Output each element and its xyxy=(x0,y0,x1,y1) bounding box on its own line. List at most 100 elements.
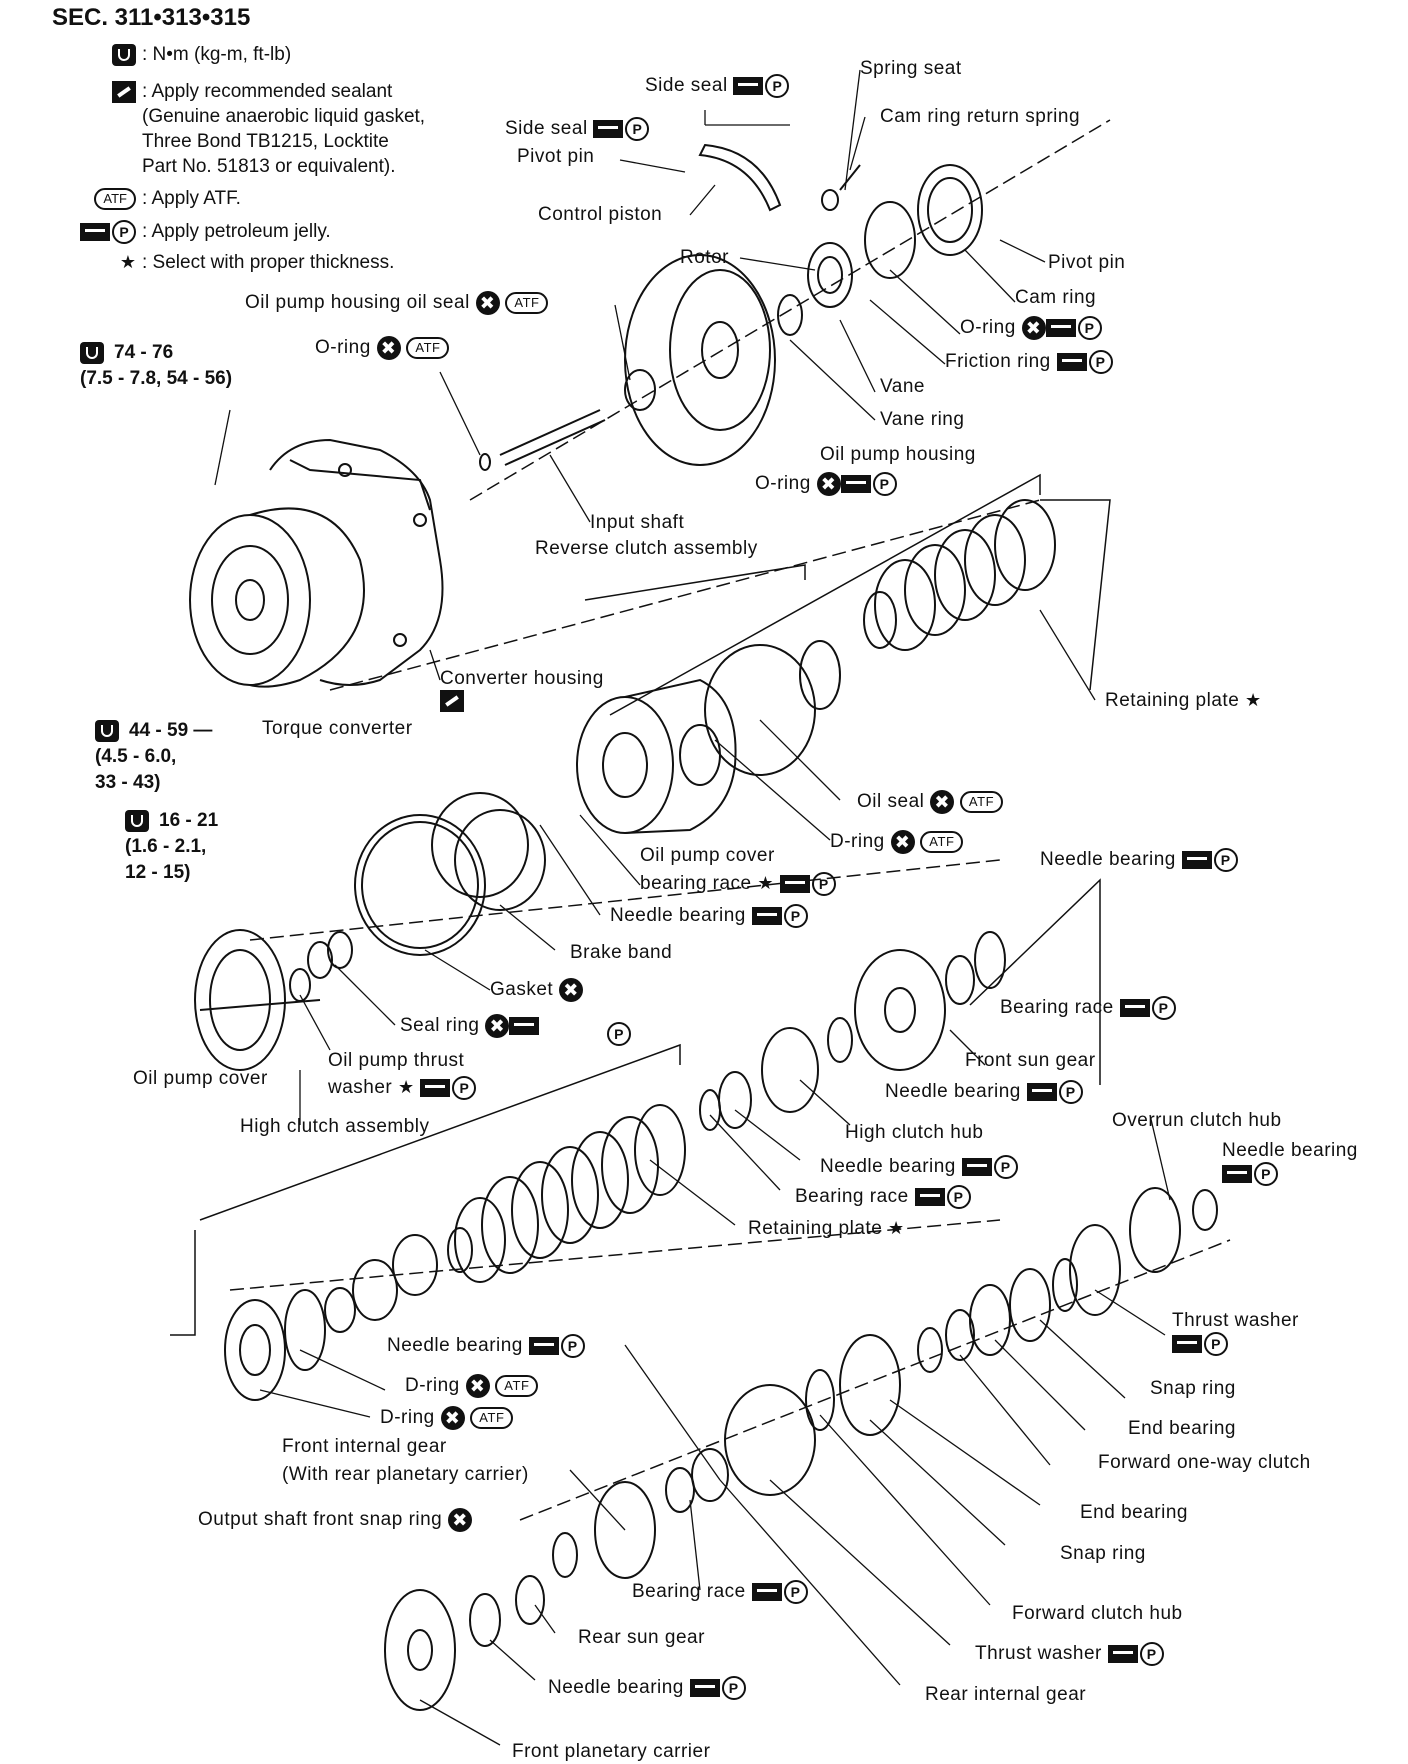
label-loose-p: P xyxy=(605,1022,631,1046)
high-clutch-plates-shape xyxy=(324,1104,686,1333)
label-brake-band: Brake band xyxy=(570,942,673,963)
label-forward-clutch-hub: Forward clutch hub xyxy=(1012,1603,1183,1624)
oil-pump-housing-shape xyxy=(624,254,803,466)
label-needle-bearing-1: Needle bearing P xyxy=(1040,848,1238,872)
label-cam-ring-return-spring: Cam ring return spring xyxy=(880,106,1081,127)
label-seal-ring: Seal ring ✖ xyxy=(400,1014,540,1038)
label-front-sun-gear: Front sun gear xyxy=(965,1050,1096,1071)
label-control-piston: Control piston xyxy=(538,204,663,225)
label-rear-sun-gear: Rear sun gear xyxy=(578,1627,705,1648)
input-shaft-shape xyxy=(479,409,606,471)
bracket-lines xyxy=(170,473,1111,1336)
label-torque-converter: Torque converter xyxy=(262,718,413,739)
high-clutch-hub-shape xyxy=(699,1017,853,1131)
star-icon: ★ xyxy=(119,252,136,272)
label-gasket: Gasket ✖ xyxy=(490,978,583,1002)
label-reverse-clutch-assembly: Reverse clutch assembly xyxy=(535,538,758,559)
label-spring-seat: Spring seat xyxy=(860,58,962,79)
label-overrun-clutch-hub: Overrun clutch hub xyxy=(1112,1110,1282,1131)
reverse-clutch-shape xyxy=(576,499,1056,834)
front-sun-gear-shape xyxy=(854,931,1006,1071)
label-o-ring-3: O-ring ✖P xyxy=(755,472,897,496)
label-o-ring-2: O-ring ✖P xyxy=(960,316,1102,340)
label-oil-pump-housing: Oil pump housing xyxy=(820,444,976,465)
label-thrust-washer-2: Thrust washer P xyxy=(975,1642,1164,1666)
label-oil-pump-cover: Oil pump cover xyxy=(133,1068,268,1089)
control-piston-shape xyxy=(698,143,782,212)
petroleum-jelly-icon xyxy=(80,223,110,241)
rotor-shape xyxy=(807,242,853,308)
label-oil-pump-thrust-washer-1: Oil pump thrust xyxy=(328,1050,465,1071)
springs-shape xyxy=(821,164,861,211)
label-d-ring-3: D-ring ✖ ATF xyxy=(380,1406,514,1430)
label-output-shaft-front-snap-ring: Output shaft front snap ring ✖ xyxy=(198,1508,473,1532)
label-needle-bearing-5: Needle bearing P xyxy=(820,1155,1018,1179)
cam-ring-shape xyxy=(864,164,983,279)
label-pivot-pin-1: Pivot pin xyxy=(517,146,595,167)
label-oil-pump-cover-bearing-race-2: bearing race ★ P xyxy=(640,872,836,896)
label-cam-ring: Cam ring xyxy=(1015,287,1097,308)
label-needle-bearing-2: Needle bearing P xyxy=(610,904,808,928)
forward-clutch-group-shape xyxy=(552,1224,1121,1579)
label-snap-ring-2: Snap ring xyxy=(1060,1543,1146,1564)
label-high-clutch-hub: High clutch hub xyxy=(845,1122,984,1143)
high-clutch-drum-shape xyxy=(224,1289,326,1401)
legend-atf: ATF: Apply ATF. xyxy=(40,188,241,210)
label-bearing-race-3: Bearing race P xyxy=(632,1580,808,1604)
label-end-bearing-1: End bearing xyxy=(1128,1418,1236,1439)
label-vane: Vane xyxy=(880,376,925,397)
label-oil-pump-thrust-washer-2: washer ★ P xyxy=(328,1076,477,1100)
label-front-internal-gear-1: Front internal gear xyxy=(282,1436,447,1457)
section-number: SEC. 311•313•315 xyxy=(52,4,251,31)
sealant-icon xyxy=(440,690,464,712)
label-high-clutch-assembly: High clutch assembly xyxy=(240,1116,430,1137)
label-oil-pump-cover-bearing-race-1: Oil pump cover xyxy=(640,845,775,866)
label-bearing-race-1: Bearing race P xyxy=(1000,996,1176,1020)
atf-icon: ATF xyxy=(94,188,136,210)
front-planetary-carrier-shape xyxy=(384,1575,545,1711)
wrench-icon xyxy=(112,44,136,66)
label-d-ring-1: D-ring ✖ ATF xyxy=(830,830,964,854)
legend-sealant: : Apply recommended sealant xyxy=(40,81,392,103)
converter-housing-shape xyxy=(269,438,444,686)
label-converter-housing: Converter housing xyxy=(440,668,604,712)
label-front-planetary-carrier: Front planetary carrier xyxy=(512,1741,711,1762)
label-bearing-race-2: Bearing race P xyxy=(795,1185,971,1209)
label-vane-ring: Vane ring xyxy=(880,409,965,430)
legend-sealant-detail-1: (Genuine anaerobic liquid gasket, xyxy=(142,106,426,127)
overrun-clutch-hub-shape xyxy=(1129,1187,1218,1273)
legend-sealant-detail-3: Part No. 51813 or equivalent). xyxy=(142,156,396,177)
label-rotor: Rotor xyxy=(680,247,729,268)
label-needle-bearing-6: Needle bearing P xyxy=(387,1334,585,1358)
torque-spec-2: 44 - 59 — (4.5 - 6.0, 33 - 43) xyxy=(95,719,213,793)
sealant-icon xyxy=(112,81,136,103)
torque-converter-shape xyxy=(189,507,365,688)
label-side-seal-1: Side seal P xyxy=(645,74,790,98)
label-oil-pump-housing-oil-seal: Oil pump housing oil seal ✖ ATF xyxy=(245,291,549,315)
label-end-bearing-2: End bearing xyxy=(1080,1502,1188,1523)
legend-sealant-detail-2: Three Bond TB1215, Locktite xyxy=(142,131,389,152)
legend-petroleum-jelly: P: Apply petroleum jelly. xyxy=(40,220,331,244)
label-o-ring-1: O-ring ✖ ATF xyxy=(315,336,450,360)
label-oil-seal: Oil seal ✖ ATF xyxy=(857,790,1004,814)
label-retaining-plate-2: Retaining plate ★ xyxy=(748,1218,905,1239)
oil-pump-cover-shape xyxy=(194,929,353,1071)
leader-lines xyxy=(214,69,1171,1746)
legend-select-thickness: ★: Select with proper thickness. xyxy=(119,252,395,273)
wrench-icon xyxy=(125,809,149,832)
label-d-ring-2: D-ring ✖ ATF xyxy=(405,1374,539,1398)
label-side-seal-2: Side seal P xyxy=(505,117,650,141)
label-needle-bearing-3: Needle bearing P xyxy=(885,1080,1083,1104)
label-pivot-pin-2: Pivot pin xyxy=(1048,252,1126,273)
label-rear-internal-gear: Rear internal gear xyxy=(925,1684,1087,1705)
wrench-icon xyxy=(95,719,119,742)
label-snap-ring-1: Snap ring xyxy=(1150,1378,1236,1399)
assembly-guide-lines xyxy=(229,119,1231,1521)
legend-torque: : N•m (kg-m, ft-lb) xyxy=(40,44,291,66)
label-front-internal-gear-2: (With rear planetary carrier) xyxy=(282,1464,529,1485)
label-friction-ring: Friction ring P xyxy=(945,350,1113,374)
brake-band-shape xyxy=(354,792,546,956)
